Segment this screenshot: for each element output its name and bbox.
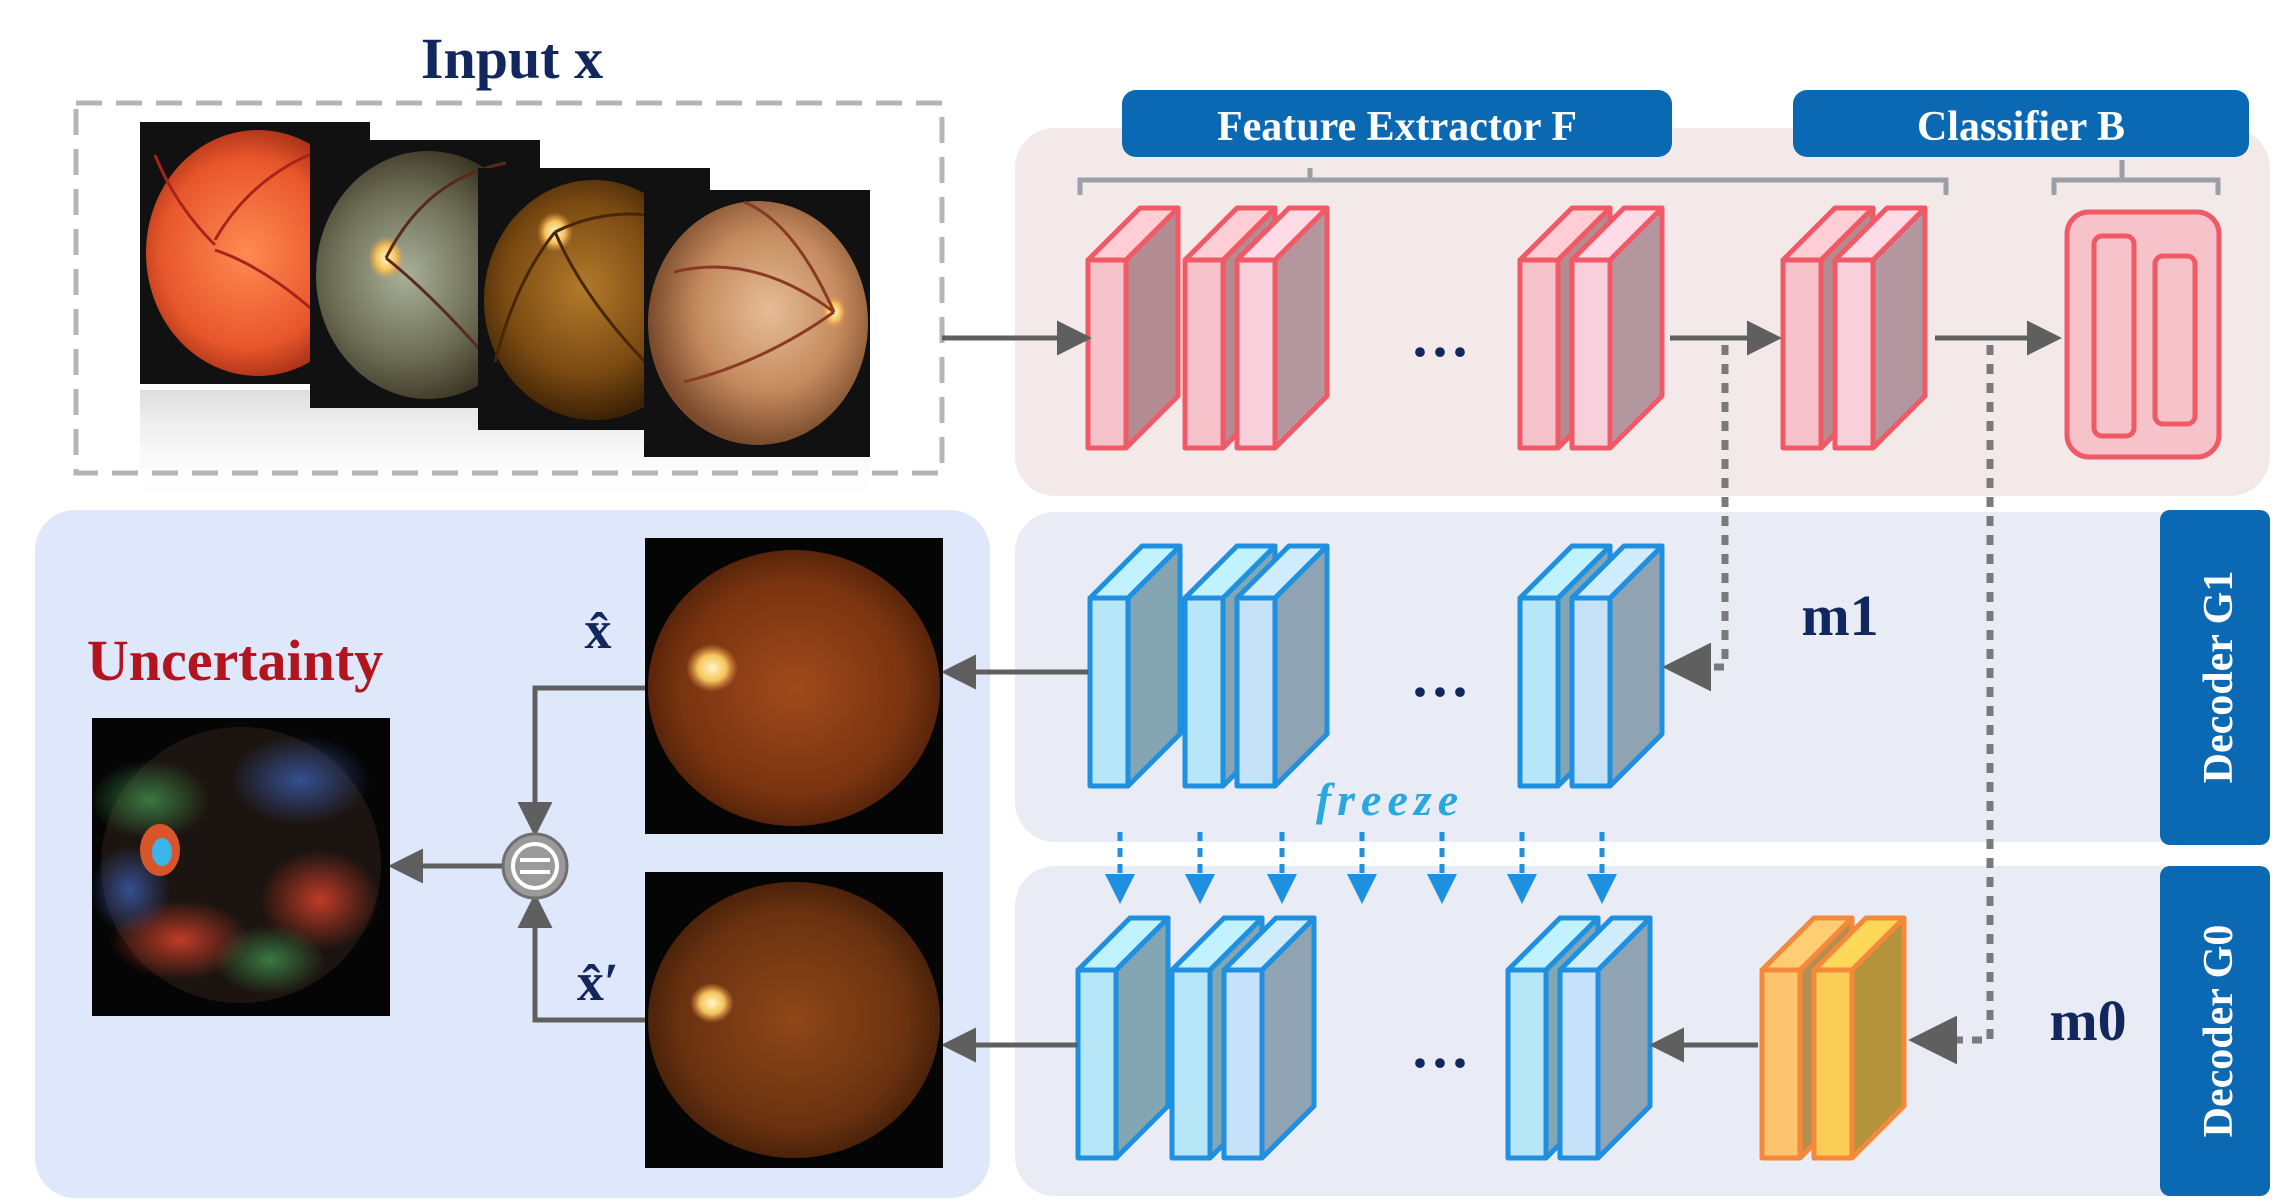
m0-label: m0 (2049, 988, 2126, 1053)
dotted-arrow-encoder-to-g0 (1908, 345, 1994, 1065)
decoder-g1-ellipsis: ··· (1410, 659, 1470, 725)
encoder-block-1-1 (1234, 205, 1330, 451)
encoder-block-3-1 (1832, 205, 1928, 451)
dotted-arrows (1662, 345, 1994, 1065)
decoder-g0-ellipsis: ··· (1410, 1030, 1470, 1096)
classifier-block (2064, 209, 2222, 460)
subtract-operator (501, 832, 569, 900)
decoder-g0-blocks (1075, 915, 1907, 1161)
encoder-block-2-1 (1569, 205, 1665, 451)
flow-arrows (388, 320, 2062, 1063)
encoder-blocks (1085, 205, 1928, 451)
uncertainty-map-image (90, 718, 390, 1016)
feature-extractor-bar (1122, 90, 1672, 157)
decoder-g0-bar (2160, 866, 2270, 1196)
feature-extractor-label: Feature Extractor F (1217, 104, 1577, 150)
freeze-arrows (1105, 832, 1617, 904)
reconstruction-xhat-image (645, 538, 943, 834)
decoder-g1-bar (2160, 510, 2270, 845)
decoder-g1-label: Decoder G1 (2196, 571, 2242, 784)
feature-extractor-bracket (1077, 168, 1949, 195)
freeze-label: freeze (1316, 774, 1464, 825)
arrow-xhat-to-subtract (517, 685, 645, 837)
decoder-g1-blocks (1087, 543, 1665, 789)
reconstruction-xprimehat-image (645, 872, 943, 1168)
input-label: Input x (421, 26, 603, 91)
classifier-bracket (2051, 160, 2221, 195)
decoder-g0-head-1 (1811, 915, 1907, 1161)
encoder-block-0-0 (1085, 205, 1181, 451)
classifier-bar (1793, 90, 2249, 157)
classifier-label: Classifier B (1917, 104, 2125, 150)
decoder-g0-block-2-1 (1557, 915, 1653, 1161)
decoder-g0-block-0-0 (1075, 915, 1171, 1161)
input-dashed-box (73, 100, 945, 476)
decoder-g0-label: Decoder G0 (2196, 925, 2242, 1138)
decoder-g1-block-0-0 (1087, 543, 1183, 789)
uncertainty-label: Uncertainty (87, 628, 383, 693)
fundus-image-4 (644, 190, 870, 457)
xhat-label: x̂ (585, 600, 612, 660)
decoder-g1-block-2-1 (1569, 543, 1665, 789)
m1-label: m1 (1801, 583, 1878, 648)
decoder-g1-block-1-1 (1234, 543, 1330, 789)
input-image-stack (140, 122, 870, 505)
arrow-xprimehat-to-subtract (517, 893, 645, 1023)
encoder-ellipsis: ··· (1410, 319, 1470, 385)
xprimehat-label: x̂′ (577, 952, 619, 1012)
decoder-g0-block-1-1 (1221, 915, 1317, 1161)
